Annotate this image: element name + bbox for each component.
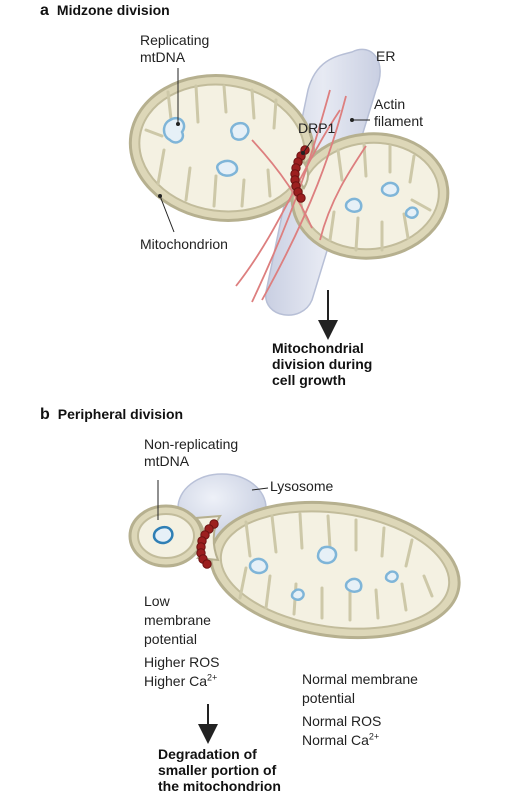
outcome-a-line2: division during xyxy=(272,356,373,372)
right-conditions: Normal membrane potential Normal ROS Nor… xyxy=(302,670,418,750)
drp1-ring xyxy=(290,145,310,203)
leader-lines-b xyxy=(157,480,269,520)
outcome-a-line3: cell growth xyxy=(272,372,346,388)
label-non-replicating-mtdna: Non-replicating mtDNA xyxy=(144,436,238,470)
mitochondrion-left-lobe xyxy=(128,74,316,222)
left-cond-line1: Low xyxy=(144,593,170,609)
panel-a-letter: a xyxy=(40,2,49,19)
left-cond-ca: Higher Ca xyxy=(144,673,208,689)
mtdna-right xyxy=(344,181,419,219)
right-cond-line1: Normal membrane xyxy=(302,671,418,687)
right-cond-line4: Normal Ca2+ xyxy=(302,731,418,750)
panel-a-title: a Midzone division xyxy=(40,2,170,20)
actin-filaments xyxy=(235,89,367,303)
label-replicating-line1: Replicating xyxy=(140,32,210,48)
outcome-b-line2: smaller portion of xyxy=(158,762,277,778)
cristae-left xyxy=(144,84,278,208)
left-conditions: Low membrane potential Higher ROS Higher… xyxy=(144,592,219,691)
leader-lines-a xyxy=(158,68,370,233)
outcome-b-line3: the mitochondrion xyxy=(158,778,281,794)
right-cond-line2: potential xyxy=(302,690,355,706)
label-drp1: DRP1 xyxy=(298,120,336,136)
panel-b-title: b Peripheral division xyxy=(40,406,183,424)
mitochondrion-right-lobe xyxy=(290,132,450,260)
right-cond-ca-sup: 2+ xyxy=(368,731,380,742)
panel-a-title-text: Midzone division xyxy=(56,2,170,18)
left-cond-ca-sup: 2+ xyxy=(207,672,218,683)
outcome-b: Degradation of smaller portion of the mi… xyxy=(158,746,281,794)
cristae-right xyxy=(328,142,432,252)
label-nonrep-line2: mtDNA xyxy=(144,453,190,469)
left-cond-line2: membrane xyxy=(144,612,211,628)
left-cond-line5: Higher Ca2+ xyxy=(144,672,219,691)
outcome-b-line1: Degradation of xyxy=(158,746,257,762)
left-cond-line4: Higher ROS xyxy=(144,654,220,670)
label-replicating-line2: mtDNA xyxy=(140,49,186,65)
non-replicating-mtdna xyxy=(152,525,174,545)
drp1-ring-b xyxy=(196,519,219,569)
mtdna-b xyxy=(248,545,399,601)
outcome-a: Mitochondrial division during cell growt… xyxy=(272,340,372,388)
label-nonrep-line1: Non-replicating xyxy=(144,436,239,452)
mitochondrion-b xyxy=(128,500,461,640)
right-cond-ca: Normal Ca xyxy=(302,732,369,748)
outcome-a-line1: Mitochondrial xyxy=(272,340,364,356)
left-cond-line3: potential xyxy=(144,631,197,647)
panel-b-title-text: Peripheral division xyxy=(57,406,184,422)
label-replicating-mtdna: Replicating mtDNA xyxy=(140,32,209,66)
label-actin-line1: Actin xyxy=(374,96,406,112)
replicating-mtdna xyxy=(162,116,250,177)
label-lysosome: Lysosome xyxy=(270,478,334,494)
label-actin-filament: Actin filament xyxy=(374,96,423,130)
panel-b-letter: b xyxy=(40,406,50,423)
right-cond-line3: Normal ROS xyxy=(302,713,382,729)
label-er: ER xyxy=(376,48,396,64)
label-mitochondrion: Mitochondrion xyxy=(140,236,228,252)
label-actin-line2: filament xyxy=(374,113,424,129)
